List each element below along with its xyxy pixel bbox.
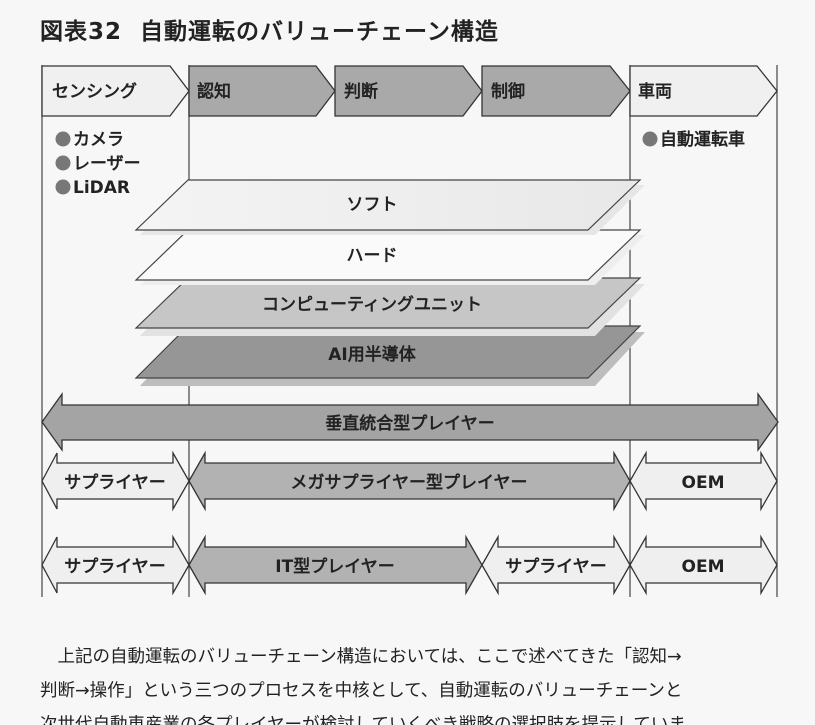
player-row-2 — [41, 534, 778, 596]
layer-software-label: ソフト — [347, 195, 398, 215]
figure-title: 図表32 自動運転のバリューチェーン構造 — [40, 12, 499, 46]
stage-sensing-shape — [41, 65, 190, 117]
sensing-item-laser: レーザー — [73, 154, 141, 174]
figure-number: 図表32 — [40, 19, 123, 45]
layer-hardware-label: ハード — [347, 246, 398, 266]
bullet-icon — [642, 131, 658, 147]
vertical-integration-label: 垂直統合型プレイヤー — [325, 413, 495, 434]
row1-oem-label: OEM — [682, 473, 725, 493]
player-row-1 — [41, 450, 778, 512]
stage-judgment-shape — [334, 65, 483, 117]
row2-supplier-label: サプライヤー — [64, 556, 166, 577]
layer-software-shape — [134, 179, 642, 231]
row1-supplier-label: サプライヤー — [64, 472, 166, 493]
sensing-item-camera: カメラ — [73, 130, 124, 150]
body-paragraph: 上記の自動運転のバリューチェーン構造においては、ここで述べてきた「認知→ 判断→… — [40, 640, 780, 725]
row1-oem-arrow — [629, 450, 778, 512]
row2-oem-label: OEM — [682, 557, 725, 577]
sensing-item-lidar: LiDAR — [73, 178, 130, 198]
vertical-integration-arrow — [41, 391, 779, 453]
layer-computing-unit-label: コンピューティングユニット — [262, 294, 482, 315]
bullet-icon — [55, 131, 71, 147]
row2-it-player-label: IT型プレイヤー — [275, 556, 394, 577]
value-chain-diagram: センシング 認知 判断 制御 車両 カメラ レーザー LiDAR 自動運転車 — [41, 65, 779, 597]
figure-title-text: 自動運転のバリューチェーン構造 — [140, 19, 499, 45]
stage-vehicle-shape — [629, 65, 778, 117]
stage-header — [41, 65, 778, 117]
vehicle-item-autonomous-car: 自動運転車 — [660, 129, 745, 150]
stage-control-shape — [481, 65, 631, 117]
stage-judgment-label: 判断 — [344, 81, 378, 102]
body-line: 判断→操作」という三つのプロセスを中核として、自動運転のバリューチェーンと — [40, 681, 683, 701]
row2-oem-arrow — [629, 534, 778, 596]
stage-recognition-shape — [188, 65, 336, 117]
stage-vehicle-label: 車両 — [638, 81, 672, 102]
stage-control-label: 制御 — [491, 81, 525, 102]
body-line: 上記の自動運転のバリューチェーン構造においては、ここで述べてきた「認知→ — [40, 647, 682, 667]
row1-mega-supplier-label: メガサプライヤー型プレイヤー — [291, 472, 528, 493]
bullet-icon — [55, 155, 71, 171]
stage-sensing-label: センシング — [52, 81, 137, 102]
body-line: 次世代自動車産業の各プレイヤーが検討していくべき戦略の選択肢を提示していま — [40, 715, 686, 725]
bullet-icon — [55, 179, 71, 195]
layer-stack — [134, 179, 645, 386]
stage-recognition-label: 認知 — [197, 81, 231, 102]
layer-ai-chip-label: AI用半導体 — [328, 344, 416, 365]
row2-supplier-2-label: サプライヤー — [505, 556, 607, 577]
